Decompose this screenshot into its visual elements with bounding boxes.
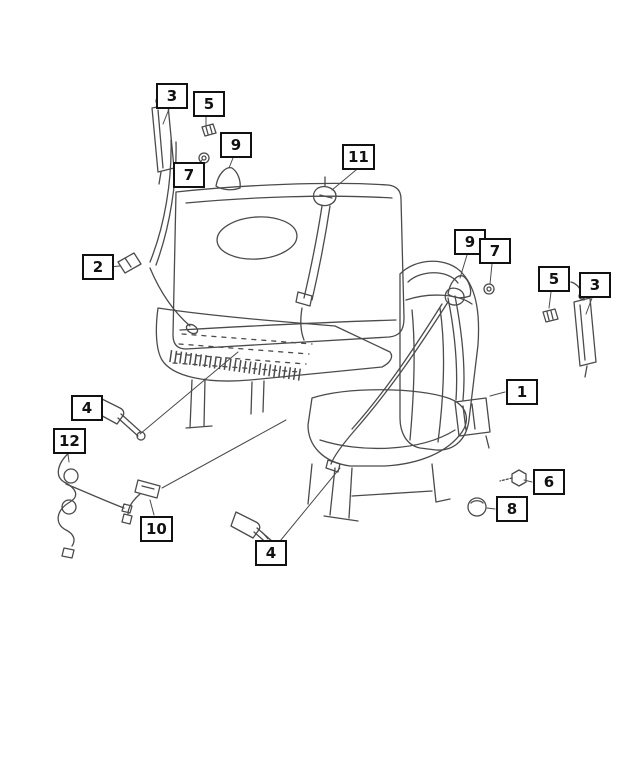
- center-belt-and-guide: [295, 176, 337, 341]
- bench-seat-back: [172, 182, 405, 350]
- callout-5-left[interactable]: 5: [193, 91, 225, 117]
- nut-7-right: [483, 283, 495, 295]
- buckle-4-left: [94, 351, 239, 441]
- callout-7-left[interactable]: 7: [173, 162, 205, 188]
- cap-8: [467, 497, 487, 517]
- callout-leader-lines: [67, 108, 593, 540]
- wiring-harness-12: [57, 451, 133, 559]
- callout-9-left[interactable]: 9: [220, 132, 252, 158]
- bolt-6: [499, 469, 527, 487]
- callout-5-right[interactable]: 5: [538, 266, 570, 292]
- left-retractor-and-belt: [149, 96, 199, 335]
- callout-10[interactable]: 10: [140, 516, 173, 542]
- callout-8[interactable]: 8: [496, 496, 528, 522]
- cover-9-right: [447, 275, 472, 299]
- callout-6[interactable]: 6: [533, 469, 565, 495]
- callout-4-left[interactable]: 4: [71, 395, 103, 421]
- callout-11[interactable]: 11: [342, 144, 375, 170]
- clip-5-right: [542, 308, 559, 323]
- callout-7-right[interactable]: 7: [479, 238, 511, 264]
- callout-1[interactable]: 1: [506, 379, 538, 405]
- cover-9-left: [215, 167, 241, 191]
- right-seat: [307, 260, 480, 522]
- buckle-latch-2: [117, 252, 142, 274]
- bench-seat-cushion: [155, 307, 393, 429]
- callout-4-bottom[interactable]: 4: [255, 540, 287, 566]
- callout-2[interactable]: 2: [82, 254, 114, 280]
- callout-3-right[interactable]: 3: [579, 272, 611, 298]
- clip-5-left: [201, 123, 217, 137]
- right-belt-assembly: [325, 287, 491, 473]
- callout-3-left[interactable]: 3: [156, 83, 188, 109]
- buckle-10: [121, 419, 287, 525]
- callout-12[interactable]: 12: [53, 428, 86, 454]
